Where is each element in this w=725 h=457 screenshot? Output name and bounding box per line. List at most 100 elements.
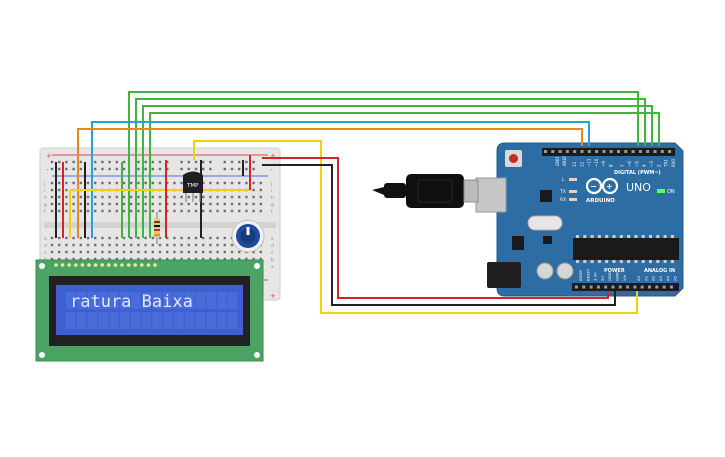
lcd-pin [140, 263, 144, 267]
breadboard-hole [230, 181, 234, 185]
rail-hole [166, 160, 169, 164]
wire-green-3[interactable] [142, 105, 653, 238]
chip-leg [656, 235, 660, 238]
rail-hole [72, 160, 75, 164]
breadboard-hole [137, 257, 140, 261]
wire-green-1[interactable] [128, 91, 639, 238]
wire-green-4[interactable] [149, 112, 660, 238]
power-pin-label: RESET [585, 268, 590, 281]
breadboard-hole [173, 202, 176, 206]
breadboard-hole [252, 250, 255, 254]
breadboard-hole [166, 181, 169, 185]
breadboard-hole [72, 257, 75, 261]
arduino-logo: − + [585, 177, 619, 195]
aref-label: AREF [562, 155, 567, 166]
lcd-character-cells [66, 292, 238, 329]
breadboard-hole [65, 188, 68, 192]
breadboard-hole [50, 188, 54, 192]
wire-blue[interactable] [91, 121, 590, 238]
rail-hole [108, 167, 111, 171]
resistor-band-2 [154, 225, 160, 227]
breadboard-hole [223, 209, 226, 213]
breadboard-hole [216, 195, 219, 199]
usb-cable-tail [372, 187, 384, 195]
lcd-hole-br [254, 352, 260, 358]
breadboard-hole [108, 250, 111, 254]
usb-cable[interactable] [372, 174, 479, 208]
breadboard-hole [122, 209, 126, 213]
rail-hole [252, 167, 255, 171]
temperature-sensor[interactable]: TMP [183, 171, 203, 203]
wire-green-2[interactable] [135, 98, 646, 238]
chip-leg [576, 260, 579, 263]
rail-hole [238, 167, 241, 171]
chip-leg [641, 235, 645, 238]
breadboard-hole [58, 257, 61, 261]
analog-pin-label: A4 [665, 275, 670, 281]
breadboard-hole [230, 202, 234, 206]
chip-leg [619, 260, 623, 263]
breadboard-hole [209, 209, 212, 213]
wire-yellow[interactable] [193, 140, 638, 314]
breadboard-hole [173, 257, 176, 261]
breadboard-hole [202, 202, 205, 206]
breadboard-hole [94, 195, 97, 199]
breadboard-hole [58, 243, 61, 247]
row-letter: i [271, 188, 272, 194]
breadboard-hole [223, 236, 226, 240]
breadboard-hole [245, 181, 248, 185]
breadboard-hole [108, 209, 111, 213]
digital-header-pin [544, 150, 547, 153]
lcd-cell [163, 312, 173, 329]
rail-hole [115, 167, 118, 171]
breadboard-hole [216, 243, 219, 247]
lcd-cell [109, 292, 119, 309]
usb-plug-metal [463, 179, 479, 203]
breadboard-hole [86, 209, 90, 213]
chip-leg [583, 235, 587, 238]
breadboard-hole [130, 202, 133, 206]
digital-pin-label: TX1 [664, 159, 669, 168]
wires [55, 91, 660, 314]
rail-hole [158, 167, 162, 171]
wire-orange[interactable] [77, 128, 583, 238]
digital-header-pin [595, 150, 599, 153]
wire-black[interactable] [262, 164, 616, 306]
breadboard-hole [194, 257, 198, 261]
arduino-uno[interactable]: − + UNO ARDUINO DIGITAL (PWM~) POWER ANA… [475, 142, 684, 297]
digital-pin-label: ~5 [634, 161, 639, 167]
chip-leg [670, 260, 674, 263]
breadboard-hole [130, 243, 133, 247]
breadboard-hole [144, 250, 147, 254]
potentiometer[interactable] [231, 219, 265, 253]
breadboard-hole [65, 250, 68, 254]
row-letter: d [271, 243, 274, 249]
breadboard-hole [115, 181, 118, 185]
lcd-cell [206, 312, 216, 329]
chip-leg [576, 235, 579, 238]
resistor[interactable] [154, 212, 160, 244]
lcd-display[interactable]: ratura Baixa [35, 259, 264, 362]
lcd-cell [120, 292, 130, 309]
breadboard-hole [79, 181, 82, 185]
digital-header-pin [609, 150, 613, 153]
breadboard-hole [144, 236, 147, 240]
breadboard-hole [180, 236, 183, 240]
wire-red[interactable] [262, 157, 609, 299]
rail-hole [65, 167, 68, 171]
lcd-pin [107, 263, 111, 267]
breadboard-hole [223, 257, 226, 261]
breadboard-hole [115, 209, 118, 213]
logo-loop-right [601, 177, 619, 195]
breadboard-hole [101, 236, 104, 240]
breadboard-hole [259, 188, 262, 192]
rail-hole [137, 167, 140, 171]
lcd-cell [184, 312, 195, 329]
breadboard-hole [194, 243, 198, 247]
crystal [527, 215, 563, 231]
lcd-cell [152, 292, 162, 309]
breadboard-hole [94, 250, 97, 254]
on-label: ON [667, 189, 675, 195]
power-header-pin [575, 285, 578, 289]
